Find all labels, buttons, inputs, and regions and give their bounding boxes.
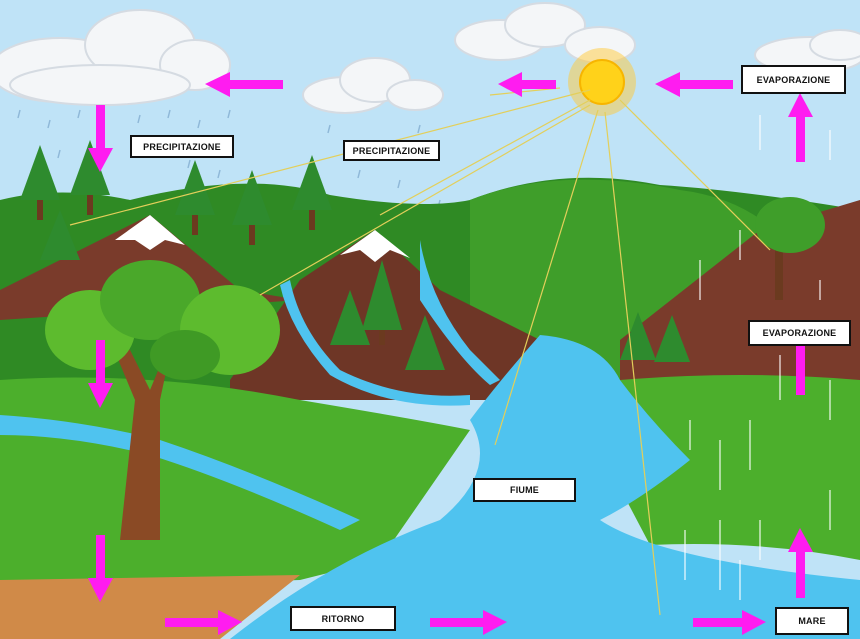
label-river: FIUME bbox=[473, 478, 576, 502]
arrow-down-1 bbox=[88, 105, 113, 172]
pine-trees bbox=[20, 140, 690, 370]
sun-ray-lines bbox=[69, 87, 771, 616]
arrow-left-3 bbox=[655, 72, 733, 97]
arrow-up-2 bbox=[796, 345, 805, 395]
big-tree bbox=[45, 260, 280, 540]
grass-right bbox=[600, 375, 860, 560]
label-precipitation-2: PRECIPITAZIONE bbox=[343, 140, 440, 161]
sun bbox=[568, 48, 636, 116]
label-evaporation-1: EVAPORAZIONE bbox=[741, 65, 846, 94]
arrow-right-2 bbox=[430, 610, 507, 635]
snow-cap-center bbox=[340, 230, 410, 262]
label-evaporation-2: EVAPORAZIONE bbox=[748, 320, 851, 346]
cloud-top-center bbox=[454, 2, 636, 64]
arrow-left-1 bbox=[205, 72, 283, 97]
tree-right bbox=[755, 197, 825, 300]
cloud-middle bbox=[302, 57, 444, 114]
stream-waterfall bbox=[420, 240, 500, 385]
arrow-down-2 bbox=[88, 340, 113, 408]
stream-left bbox=[0, 415, 360, 530]
cloud-top-right bbox=[754, 29, 860, 74]
arrow-left-2 bbox=[498, 72, 556, 97]
arrow-down-3 bbox=[88, 535, 113, 602]
process-arrows bbox=[88, 72, 813, 635]
label-precipitation-1: PRECIPITAZIONE bbox=[130, 135, 234, 158]
arrow-up-1 bbox=[788, 93, 813, 162]
cloud-top-left bbox=[0, 9, 231, 106]
evaporation-vapor-arrows bbox=[684, 115, 831, 600]
label-sea: MARE bbox=[775, 607, 849, 635]
snow-cap-left bbox=[115, 215, 185, 250]
rain bbox=[17, 109, 471, 229]
arrow-up-3 bbox=[788, 528, 813, 598]
arrow-right-3 bbox=[693, 610, 766, 635]
arrow-right-1 bbox=[165, 610, 242, 635]
label-return: RITORNO bbox=[290, 606, 396, 631]
